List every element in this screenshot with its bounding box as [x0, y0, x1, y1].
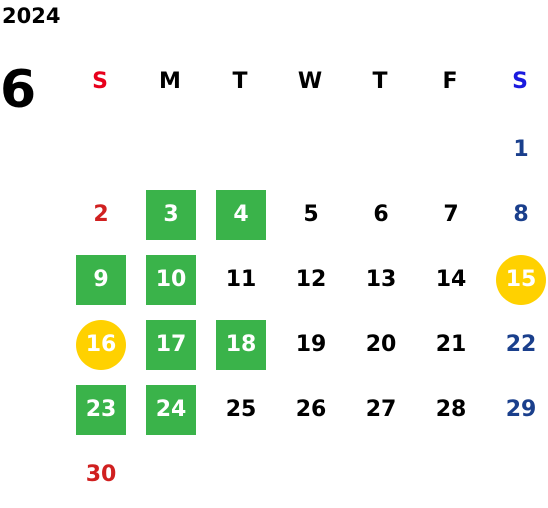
day-cell[interactable]: 5: [303, 202, 319, 227]
day-cell[interactable]: 29: [505, 397, 537, 422]
day-cell[interactable]: 4: [216, 190, 266, 240]
day-cell[interactable]: 22: [505, 332, 537, 357]
weekday-label: T: [372, 69, 388, 94]
day-cell[interactable]: 6: [373, 202, 389, 227]
day-cell[interactable]: 19: [295, 332, 327, 357]
day-cell[interactable]: 13: [365, 267, 397, 292]
day-cell[interactable]: 1: [513, 137, 529, 162]
day-cell[interactable]: 8: [513, 202, 529, 227]
day-cell[interactable]: 25: [225, 397, 257, 422]
day-cell[interactable]: 21: [435, 332, 467, 357]
day-cell[interactable]: 14: [435, 267, 467, 292]
day-cell[interactable]: 12: [295, 267, 327, 292]
day-cell[interactable]: 20: [365, 332, 397, 357]
weekday-label: T: [232, 69, 248, 94]
day-cell[interactable]: 24: [146, 385, 196, 435]
weekday-label: S: [512, 69, 528, 94]
day-cell[interactable]: 16: [76, 320, 126, 370]
day-cell[interactable]: 18: [216, 320, 266, 370]
day-cell[interactable]: 28: [435, 397, 467, 422]
day-cell[interactable]: 11: [225, 267, 257, 292]
day-cell[interactable]: 30: [85, 462, 117, 487]
day-cell[interactable]: 10: [146, 255, 196, 305]
weekday-label: M: [159, 69, 181, 94]
day-cell[interactable]: 26: [295, 397, 327, 422]
weekday-label: W: [297, 69, 323, 94]
day-cell[interactable]: 2: [93, 202, 109, 227]
day-cell[interactable]: 9: [76, 255, 126, 305]
weekday-label: S: [92, 69, 108, 94]
day-cell[interactable]: 15: [496, 255, 546, 305]
day-cell[interactable]: 27: [365, 397, 397, 422]
day-cell[interactable]: 17: [146, 320, 196, 370]
day-cell[interactable]: 3: [146, 190, 196, 240]
year-label: 2024: [2, 4, 61, 28]
day-cell[interactable]: 23: [76, 385, 126, 435]
weekday-label: F: [442, 69, 458, 94]
day-cell[interactable]: 7: [443, 202, 459, 227]
month-number: 6: [0, 60, 37, 120]
